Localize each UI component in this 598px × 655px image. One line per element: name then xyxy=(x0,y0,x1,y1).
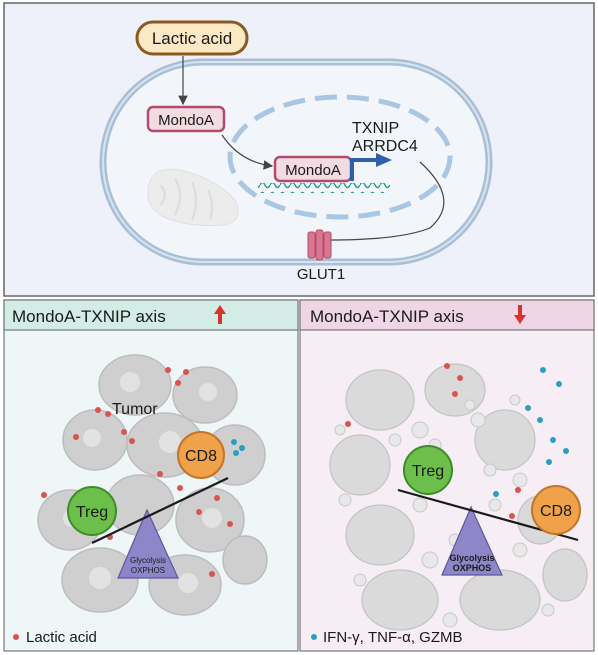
legend-cytokine-text: IFN-γ, TNF-α, GZMB xyxy=(323,629,462,646)
mondoa-nucleus-node: MondoA xyxy=(273,155,353,183)
right-panel-header xyxy=(299,299,595,331)
tumor-label: Tumor xyxy=(112,401,158,418)
cell-membrane-inner xyxy=(102,61,490,263)
debris-fragments-right xyxy=(334,394,555,628)
nucleus xyxy=(227,94,453,220)
inhibition-line xyxy=(329,161,445,241)
glut1-transporter-icon xyxy=(307,229,332,261)
right-panel-title: MondoA-TXNIP axis xyxy=(310,307,464,326)
tumor-debris-right xyxy=(329,363,588,631)
gene-arrdc4-label: ARRDC4 xyxy=(352,138,418,155)
triangle-fulcrum-right xyxy=(441,505,503,576)
down-arrow-icon xyxy=(514,305,526,324)
triangle-left-line2: OXPHOS xyxy=(131,566,165,575)
gene-promoter-arrow xyxy=(350,153,392,181)
tumor-cell-nuclei-left xyxy=(63,372,222,593)
seesaw-beam-left xyxy=(91,477,229,544)
treg-label-right: Treg xyxy=(412,463,444,480)
treg-label-left: Treg xyxy=(76,504,108,521)
mondoa-cytoplasm-label: MondoA xyxy=(158,112,214,129)
lactic-acid-label: Lactic acid xyxy=(152,29,232,48)
triangle-right-line1: Glycolysis xyxy=(449,553,494,563)
triangle-fulcrum-left xyxy=(117,508,179,579)
dna-strand xyxy=(258,183,390,193)
lactic-acid-node: Lactic acid xyxy=(135,20,249,56)
cytokine-dots-left xyxy=(231,439,245,456)
left-panel-header xyxy=(3,299,299,331)
legend-lactic-dot xyxy=(13,634,19,640)
cytokine-dots-right xyxy=(493,367,569,497)
cd8-label-left: CD8 xyxy=(185,448,217,465)
left-panel-title: MondoA-TXNIP axis xyxy=(12,307,166,326)
treg-cell-left xyxy=(67,486,117,536)
up-arrow-icon xyxy=(214,305,226,324)
legend-lactic-text: Lactic acid xyxy=(26,629,97,646)
glut1-label: GLUT1 xyxy=(297,266,345,283)
cd8-cell-right xyxy=(531,485,581,535)
mitochondrion-icon xyxy=(147,168,239,227)
triangle-right-line2: OXPHOS xyxy=(453,563,492,573)
mondoa-cytoplasm-node: MondoA xyxy=(146,105,226,133)
cd8-cell-left xyxy=(177,431,225,479)
legend-cytokine-dot xyxy=(311,634,317,640)
arrow-mondoa-translocation xyxy=(221,134,274,170)
triangle-left-line1: Glycolysis xyxy=(130,556,166,565)
mondoa-nucleus-label: MondoA xyxy=(285,162,341,179)
cd8-label-right: CD8 xyxy=(540,503,572,520)
gene-txnip-label: TXNIP xyxy=(352,120,399,137)
treg-cell-right xyxy=(403,445,453,495)
